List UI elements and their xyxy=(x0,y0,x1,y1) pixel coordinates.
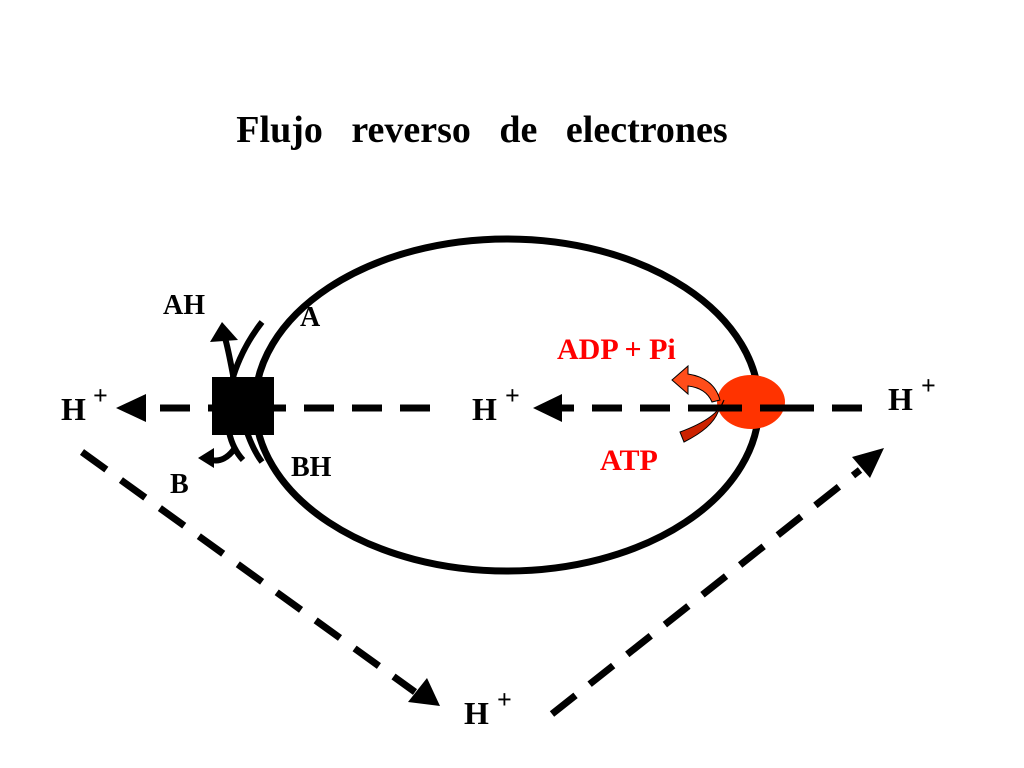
proton-path-down xyxy=(79,449,418,695)
adp-arrow-upper xyxy=(671,364,721,403)
svg-text:+: + xyxy=(497,685,512,714)
svg-text:+: + xyxy=(505,381,520,410)
proton-path-up xyxy=(549,467,863,717)
svg-text:+: + xyxy=(93,381,108,410)
arrowhead-top-right xyxy=(852,448,884,478)
arrowhead-ah xyxy=(210,322,238,342)
arrowhead-bottom xyxy=(408,678,440,706)
label-adp-pi: ADP + Pi xyxy=(557,333,676,366)
arrowhead-center xyxy=(533,394,562,422)
curve-bh-to-b xyxy=(211,446,238,464)
proton-center: H + xyxy=(472,381,520,427)
electron-transport-complex xyxy=(212,377,274,435)
proton-left: H + xyxy=(61,381,108,427)
svg-text:H: H xyxy=(472,391,497,427)
proton-bottom: H + xyxy=(464,685,512,731)
atp-arrow-lower xyxy=(679,399,725,443)
svg-text:H: H xyxy=(61,391,86,427)
label-b: B xyxy=(170,469,189,500)
svg-text:H: H xyxy=(464,695,489,731)
label-bh: BH xyxy=(291,452,332,483)
label-atp: ATP xyxy=(600,444,658,477)
svg-text:+: + xyxy=(921,371,936,400)
atp-synthase xyxy=(717,375,785,429)
arrowhead-b xyxy=(198,448,214,468)
label-a: A xyxy=(300,302,321,333)
label-ah: AH xyxy=(163,290,205,321)
svg-text:H: H xyxy=(888,381,913,417)
proton-right: H + xyxy=(888,371,936,417)
diagram-title: Flujo reverso de electrones xyxy=(236,109,727,151)
arrowhead-left xyxy=(116,394,146,422)
